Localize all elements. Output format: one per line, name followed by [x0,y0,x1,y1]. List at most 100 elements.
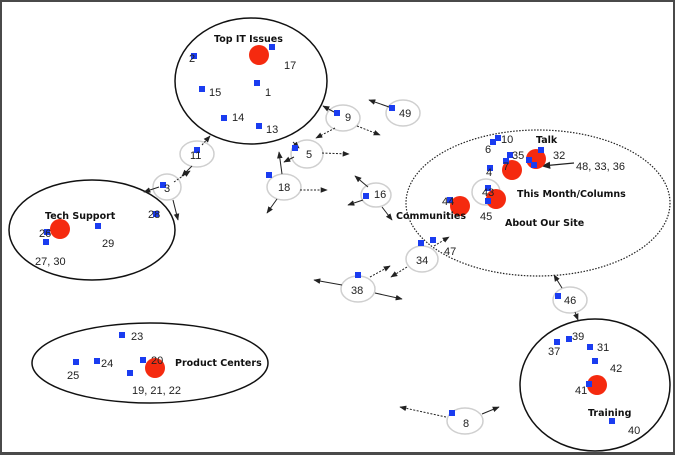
node-8[interactable] [449,410,455,416]
label-26: 26 [39,228,51,240]
node-16[interactable] [363,193,369,199]
node-13[interactable] [256,123,262,129]
edge-18-down [266,198,278,214]
node-34[interactable] [418,240,424,246]
node-29[interactable] [95,223,101,229]
label-44: 44 [442,196,454,208]
edge-38-right [374,292,403,301]
node-10[interactable] [495,135,501,141]
node-35[interactable] [507,152,513,158]
node-39[interactable] [566,336,572,342]
node-47[interactable] [430,237,436,243]
edge-11-to-3 [181,165,193,177]
edge-34-to-communities [433,236,450,247]
node-24[interactable] [94,358,100,364]
edge-9-out [356,125,381,136]
cluster-label-about-our-site: About Our Site [505,218,584,229]
node-15[interactable] [199,86,205,92]
label-27-30: 27, 30 [35,256,66,268]
label-31: 31 [597,342,609,354]
edge-16-down [381,206,393,221]
node-17[interactable] [269,44,275,50]
node-11[interactable] [194,147,200,153]
label-47: 47 [444,246,456,258]
label-13: 13 [266,124,278,136]
node-1[interactable] [254,80,260,86]
node-44[interactable] [447,197,453,203]
label-43: 43 [482,187,494,199]
satellite-46 [552,286,588,314]
edge-16-up [354,175,369,188]
node-3[interactable] [160,182,166,188]
node-48-33-36[interactable] [526,157,532,163]
node-14[interactable] [221,115,227,121]
node-25[interactable] [73,359,79,365]
node-46[interactable] [555,293,561,299]
edge-34-to-38 [390,266,408,278]
satellite-8 [446,407,484,435]
label-38: 38 [351,285,363,297]
node-43[interactable] [485,185,491,191]
node-26[interactable] [44,229,50,235]
label-45: 45 [480,211,492,223]
node-42[interactable] [592,358,598,364]
node-27-30[interactable] [43,239,49,245]
node-2[interactable] [191,53,197,59]
label-48-33-36: 48, 33, 36 [576,161,625,173]
label-25: 25 [67,370,79,382]
label-41: 41 [575,385,587,397]
label-3: 3 [164,183,170,195]
node-5[interactable] [292,145,298,151]
node-41[interactable] [586,381,592,387]
cluster-tech-support-boundary [8,179,176,281]
cluster-site-group-boundary [405,129,671,277]
cluster-label-this-month-columns: This Month/Columns [517,189,626,200]
satellite-18 [266,173,302,201]
node-40[interactable] [609,418,615,424]
node-6[interactable] [490,139,496,145]
hub-training[interactable] [587,375,607,395]
node-48-33-36-b[interactable] [531,162,537,168]
node-32[interactable] [538,147,544,153]
label-46: 46 [564,295,576,307]
node-7[interactable] [503,158,509,164]
node-49[interactable] [389,105,395,111]
label-16: 16 [374,189,386,201]
node-20[interactable] [140,357,146,363]
hub-tech-support[interactable] [50,219,70,239]
hub-this-month-columns[interactable] [502,160,522,180]
node-4[interactable] [487,165,493,171]
edge-49-out [368,99,393,109]
label-4: 4 [486,167,492,179]
edge-5-to-18 [283,156,295,163]
edge-18-up [277,151,283,175]
node-23[interactable] [119,332,125,338]
label-11: 11 [190,150,201,162]
edge-38-left [313,278,343,286]
label-6: 6 [485,144,491,156]
edge-16-left [347,199,364,206]
satellite-16 [360,182,392,208]
label-7: 7 [503,161,509,173]
node-38[interactable] [355,272,361,278]
node-45[interactable] [485,198,491,204]
edge-9-to-top-it [322,105,335,113]
hub-top-it-issues[interactable] [249,45,269,65]
node-31[interactable] [587,344,593,350]
node-28[interactable] [153,211,159,217]
label-29: 29 [102,238,114,250]
label-2: 2 [189,53,195,65]
label-35: 35 [512,150,524,162]
node-9[interactable] [334,110,340,116]
cluster-label-training: Training [588,408,631,419]
node-19-21-22[interactable] [127,370,133,376]
label-10: 10 [501,134,513,146]
cluster-label-top-it-issues: Top IT Issues [214,34,283,45]
edge-9-to-5 [315,127,336,139]
node-18[interactable] [266,172,272,178]
edge-38-to-34 [369,265,391,278]
hub-communities[interactable] [450,196,470,216]
node-37[interactable] [554,339,560,345]
hub-product-centers[interactable] [145,358,165,378]
label-14: 14 [232,112,244,124]
